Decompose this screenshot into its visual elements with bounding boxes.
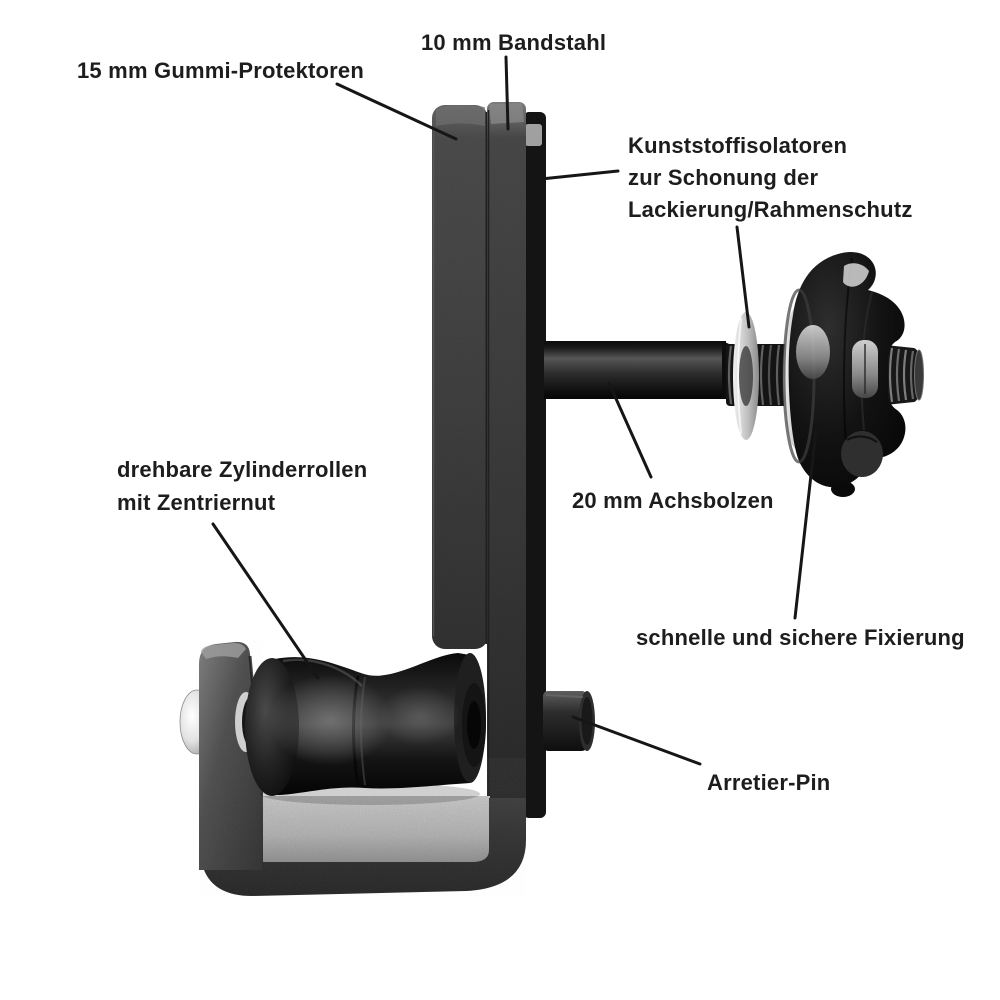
- leader-lines: [211, 55, 818, 766]
- rubber-protector-plate: [432, 105, 488, 649]
- label-bandstahl: 10 mm Bandstahl: [421, 30, 607, 55]
- label-kunststoffisolatoren-line2: zur Schonung der: [628, 165, 819, 190]
- leader-fixierung: [793, 428, 818, 620]
- label-kunststoffisolatoren-line1: Kunststoffisolatoren: [628, 133, 848, 158]
- plastic-isolator-layer: [523, 112, 546, 818]
- label-fixierung: schnelle und sichere Fixierung: [636, 625, 965, 650]
- leader-bandstahl: [504, 55, 510, 131]
- label-arretier-pin: Arretier-Pin: [707, 770, 831, 795]
- leader-kunststoff-washer: [735, 225, 751, 329]
- leader-achsbolzen: [607, 381, 653, 479]
- label-achsbolzen: 20 mm Achsbolzen: [572, 488, 774, 513]
- cylinder-roller: [245, 653, 486, 805]
- label-gummi-protektoren: 15 mm Gummi-Protektoren: [77, 58, 365, 83]
- label-kunststoffisolatoren-line3: Lackierung/Rahmenschutz: [628, 197, 913, 222]
- threaded-stub: [886, 345, 924, 405]
- label-zylinderrollen: drehbare Zylinderrollen mit Zentriernut: [117, 453, 367, 519]
- axle-bolt-shaft: [544, 341, 734, 399]
- label-zylinderrollen-line1: drehbare Zylinderrollen: [117, 457, 368, 482]
- steel-band: [487, 102, 526, 818]
- label-kunststoffisolatoren: Kunststoffisolatoren zur Schonung der La…: [628, 130, 913, 226]
- label-zylinderrollen-line2: mit Zentriernut: [117, 490, 276, 515]
- isolator-washer: [733, 312, 759, 440]
- leader-kunststoff-layer: [539, 169, 620, 181]
- leader-arretier-pin: [571, 715, 702, 766]
- star-knob: [782, 252, 906, 497]
- leader-zylinderrollen: [211, 522, 320, 680]
- leader-gummi-protektoren: [335, 82, 458, 141]
